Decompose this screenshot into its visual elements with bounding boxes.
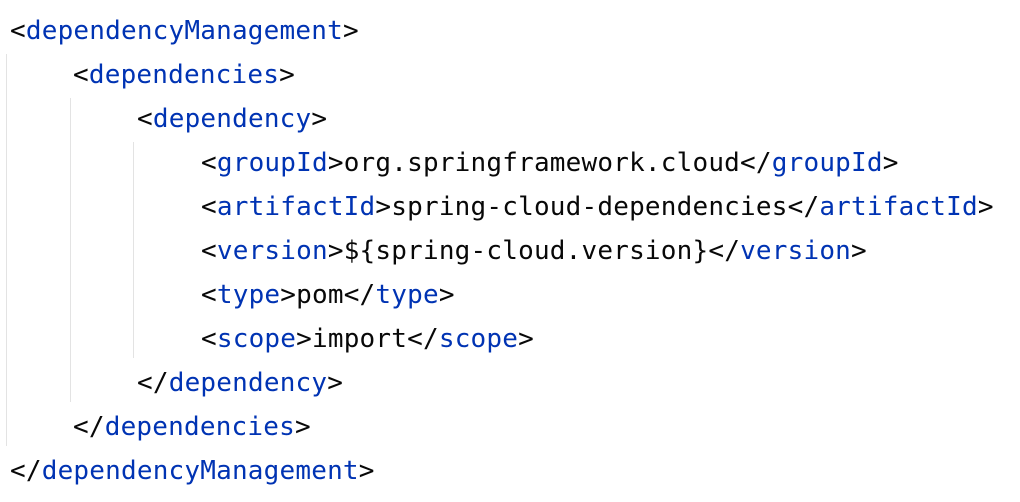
indent-guide-level-2	[70, 98, 71, 402]
close-bracket: >	[375, 192, 392, 222]
xml-tag-name: dependencyManagement	[41, 456, 359, 486]
close-bracket: >	[518, 324, 534, 354]
close-bracket: >	[438, 280, 455, 310]
closing-open-bracket: </	[137, 368, 169, 398]
code-line-9[interactable]: </dependency>	[10, 361, 994, 405]
close-bracket: >	[279, 60, 295, 90]
closing-open-bracket: </	[787, 192, 820, 222]
close-bracket: >	[296, 324, 312, 354]
code-line-5[interactable]: <artifactId>spring-cloud-dependencies</a…	[10, 185, 994, 229]
open-bracket: <	[10, 16, 26, 46]
code-line-4[interactable]: <groupId>org.springframework.cloud</grou…	[10, 141, 994, 185]
xml-text-value: ${spring-cloud.version}	[343, 236, 709, 266]
xml-text-value: spring-cloud-dependencies	[391, 192, 788, 222]
xml-tag-name: type	[375, 280, 439, 310]
close-bracket: >	[882, 148, 899, 178]
close-bracket: >	[294, 412, 311, 442]
open-bracket: <	[201, 192, 217, 222]
code-line-10[interactable]: </dependencies>	[10, 405, 994, 449]
close-bracket: >	[977, 192, 994, 222]
open-bracket: <	[201, 280, 217, 310]
code-content[interactable]: <dependencyManagement> <dependencies> <d…	[10, 9, 994, 493]
indent-guide-level-1	[6, 54, 7, 446]
xml-tag-name: groupId	[771, 148, 883, 178]
xml-tag-name: dependencies	[88, 60, 280, 90]
code-line-7[interactable]: <type>pom</type>	[10, 273, 994, 317]
open-bracket: <	[137, 104, 153, 134]
close-bracket: >	[280, 280, 297, 310]
close-bracket: >	[311, 104, 328, 134]
open-bracket: <	[201, 236, 217, 266]
open-bracket: <	[201, 148, 217, 178]
closing-open-bracket: </	[10, 456, 42, 486]
code-line-2[interactable]: <dependencies>	[10, 53, 994, 97]
xml-tag-name: dependencyManagement	[25, 16, 343, 46]
xml-tag-name: dependencies	[104, 412, 295, 442]
closing-open-bracket: </	[407, 324, 439, 354]
xml-tag-name: dependency	[152, 104, 312, 134]
xml-tag-name: artifactId	[819, 192, 978, 222]
close-bracket: >	[327, 148, 344, 178]
xml-tag-name: dependency	[168, 368, 328, 398]
xml-tag-name: scope	[438, 324, 519, 354]
close-bracket: >	[327, 368, 344, 398]
closing-open-bracket: </	[73, 412, 105, 442]
xml-text-value: org.springframework.cloud	[343, 148, 741, 178]
xml-tag-name: version	[216, 236, 328, 266]
close-bracket: >	[851, 236, 867, 266]
xml-text-value: pom	[296, 280, 344, 310]
xml-text-value: import	[312, 324, 408, 354]
indent-guide-level-3	[133, 142, 134, 358]
code-line-8[interactable]: <scope>import</scope>	[10, 317, 994, 361]
code-line-3[interactable]: <dependency>	[10, 97, 994, 141]
code-line-6[interactable]: <version>${spring-cloud.version}</versio…	[10, 229, 994, 273]
close-bracket: >	[358, 456, 375, 486]
xml-tag-name: scope	[216, 324, 297, 354]
code-line-1[interactable]: <dependencyManagement>	[10, 9, 994, 53]
xml-tag-name: groupId	[216, 148, 328, 178]
code-line-11[interactable]: </dependencyManagement>	[10, 449, 994, 493]
closing-open-bracket: </	[708, 236, 741, 266]
xml-tag-name: version	[740, 236, 852, 266]
closing-open-bracket: </	[740, 148, 772, 178]
closing-open-bracket: </	[343, 280, 376, 310]
close-bracket: >	[342, 16, 359, 46]
open-bracket: <	[201, 324, 217, 354]
xml-tag-name: artifactId	[216, 192, 376, 222]
open-bracket: <	[73, 60, 89, 90]
close-bracket: >	[327, 236, 344, 266]
xml-tag-name: type	[216, 280, 281, 310]
